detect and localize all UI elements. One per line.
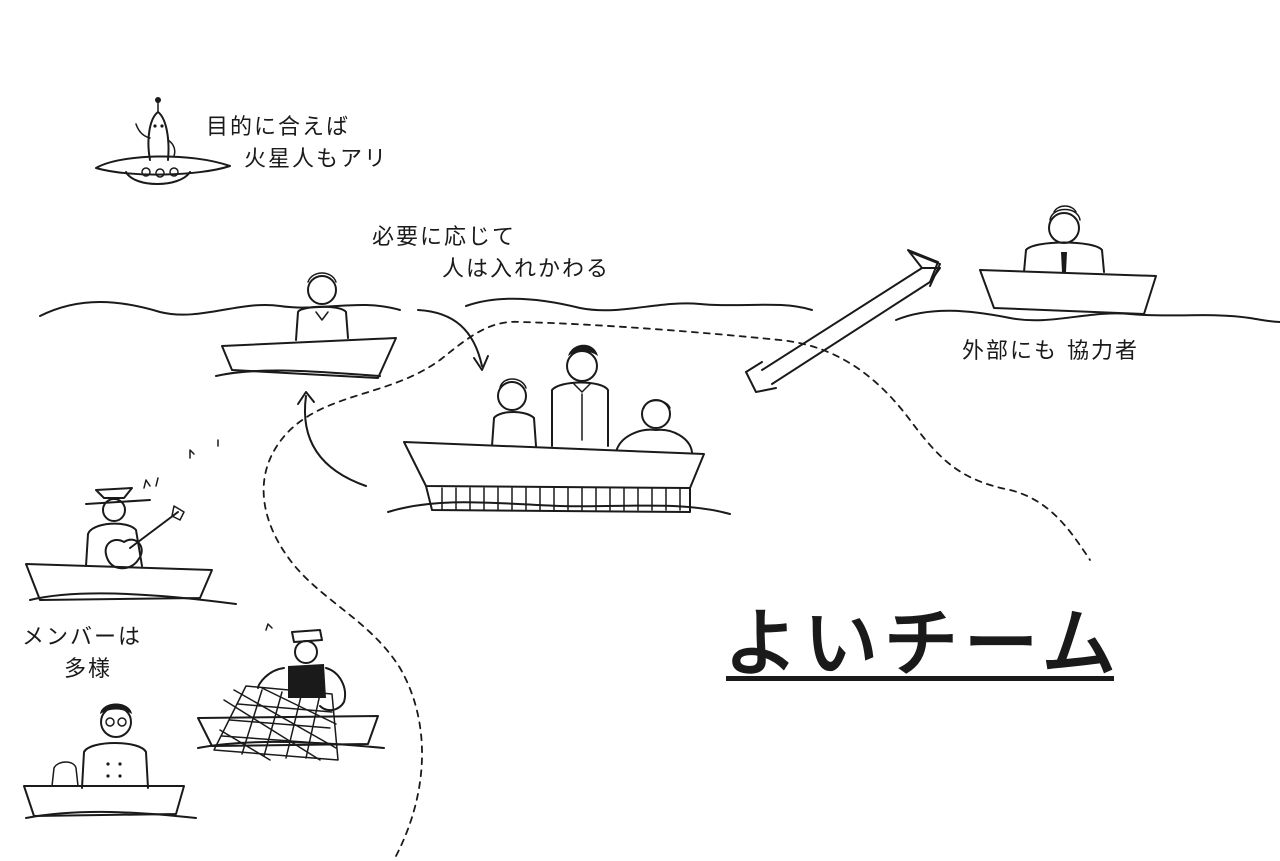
note-members-line-1: メンバーは [22,622,142,654]
main-boat [388,345,730,514]
fishing-net [214,686,338,760]
main-boat-person-left [492,379,536,446]
main-boat-person-right [616,400,692,452]
arrow-into-main-boat [418,310,482,366]
note-rotation: 必要に応じて 人は入れかわる [372,222,610,286]
note-alien-line-1: 目的に合えば [206,112,388,144]
double-arrow-outside [746,250,940,392]
page-title: よいチーム [724,584,1122,691]
note-members: メンバーは 多様 [22,622,142,686]
boat-left-person [216,273,396,378]
boat-businessman [24,704,196,819]
note-outside-line-1: 外部にも 協力者 [962,336,1139,368]
boat-outside-helper [980,206,1156,314]
note-alien-line-2: 火星人もアリ [244,144,388,176]
note-rotation-line-2: 人は入れかわる [442,254,610,286]
main-boat-person-center [552,345,608,446]
note-members-line-2: 多様 [64,654,142,686]
note-alien: 目的に合えば 火星人もアリ [206,112,388,176]
boat-fisherman [198,624,384,760]
note-outside: 外部にも 協力者 [962,336,1139,368]
arrow-to-left-boat [305,396,366,486]
boat-guitarist [26,440,236,604]
sea-wave-center [466,299,812,311]
note-rotation-line-1: 必要に応じて [372,222,610,254]
title-underline [726,676,1114,681]
